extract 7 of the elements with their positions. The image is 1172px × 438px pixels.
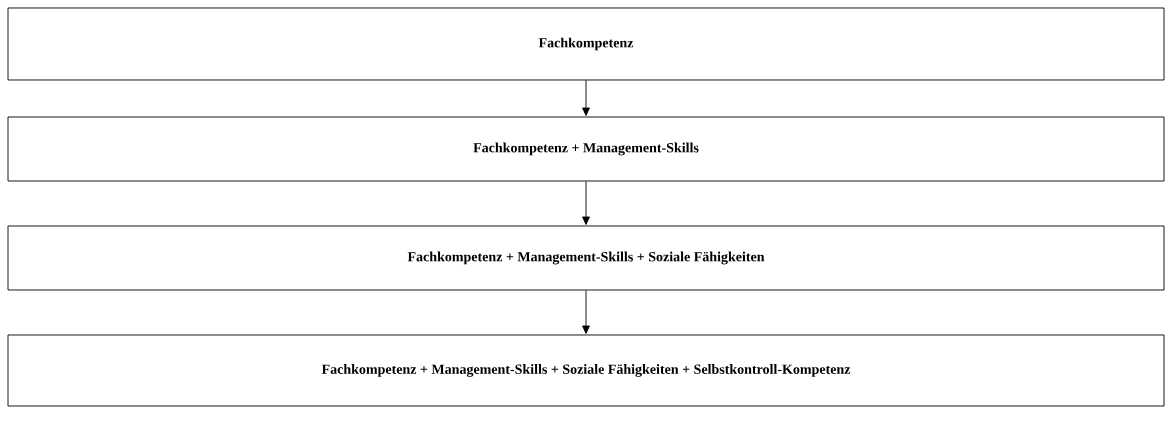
arrow — [582, 181, 590, 225]
arrow — [582, 290, 590, 334]
stage-box: Fachkompetenz + Management-Skills + Soziale Fähigkeiten — [7, 225, 1165, 291]
stage-box: Fachkompetenz + Management-Skills + Soziale Fähigkeiten + Selbstkontroll-Kompetenz — [7, 334, 1165, 407]
stage-box: Fachkompetenz + Management-Skills — [7, 116, 1165, 182]
arrow — [582, 80, 590, 116]
stage-box: Fachkompetenz — [7, 7, 1165, 81]
